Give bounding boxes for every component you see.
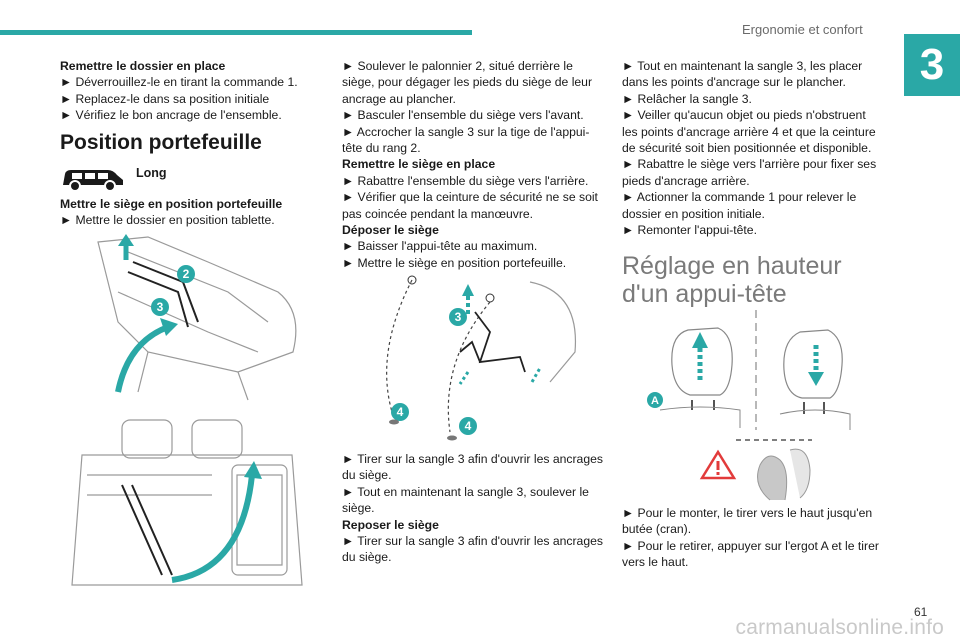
col2-line: ► Rabattre l'ensemble du siège vers l'ar…: [342, 173, 589, 188]
seat-fold-illustration: 2 3: [88, 232, 310, 402]
watermark-text: carmanualsonline.info: [735, 616, 944, 639]
seat-anchor-illustration: 3 4 4: [380, 272, 580, 444]
callout-4: 4: [465, 419, 472, 433]
callout-2: 2: [183, 267, 190, 281]
col2-line: ► Baisser l'appui-tête au maximum.: [342, 239, 538, 254]
p1-item: ► Replacez-le dans sa position initiale: [60, 91, 270, 106]
col3-line: butée (cran).: [622, 522, 692, 537]
callout-3: 3: [455, 310, 462, 324]
col2-line: ► Tirer sur la sangle 3 afin d'ouvrir le…: [342, 452, 603, 466]
callout-A: A: [651, 395, 659, 407]
car-icon: [63, 170, 123, 192]
col2-subtitle: Remettre le siège en place: [342, 157, 496, 172]
col2-line: ► Soulever le palonnier 2, situé derrièr…: [342, 59, 573, 73]
headrest-illustration: A: [640, 310, 870, 502]
col2-line: ► Vérifier que la ceinture de sécurité n…: [342, 190, 598, 205]
col3-line: ► Relâcher la sangle 3.: [622, 91, 752, 106]
header-accent-bar: [0, 30, 472, 35]
section-title: Ergonomie et confort: [742, 22, 863, 37]
col2-line: ► Basculer l'ensemble du siège vers l'av…: [342, 108, 584, 123]
col2-line: ► Mettre le siège en position portefeuil…: [342, 255, 567, 270]
page-number: 61: [914, 605, 928, 619]
col2-line: ► Tout en maintenant la sangle 3, soulev…: [342, 484, 589, 499]
col2-subtitle: Déposer le siège: [342, 223, 439, 238]
chapter-number: 3: [904, 34, 960, 96]
col1-top: Remettre le dossier en place ► Déverroui…: [60, 58, 310, 124]
col2-line: siège, pour dégager les pieds du siège d…: [342, 75, 593, 90]
heading-position-portefeuille: Position portefeuille: [60, 131, 262, 154]
col2-line: ► Tirer sur la sangle 3 afin d'ouvrir le…: [342, 534, 603, 549]
col3-line: vers le haut.: [622, 555, 689, 570]
col2-line: siège.: [342, 501, 375, 516]
col2-line: tête du rang 2.: [342, 141, 421, 156]
col2-line: du siège.: [342, 468, 392, 483]
col3-line: pieds d'ancrage arrière.: [622, 173, 750, 188]
col2-bottom: ► Tirer sur la sangle 3 afin d'ouvrir le…: [342, 451, 612, 566]
interior-seat-illustration: [62, 415, 310, 590]
version-label: Long: [136, 166, 167, 180]
col3-line: les points d'ancrage arrière 4 et que la…: [622, 124, 876, 139]
col3-top: ► Tout en maintenant la sangle 3, les pl…: [622, 58, 898, 238]
col3-line: ► Actionner la commande 1 pour relever l…: [622, 190, 857, 205]
heading-appui-tete: Réglage en hauteur d'un appui-tête: [622, 252, 842, 308]
col3-line: ► Tout en maintenant la sangle 3, les pl…: [622, 59, 863, 73]
col3-line: de sécurité soit bien positionnée et dis…: [622, 141, 872, 156]
col2-line: ancrage au plancher.: [342, 91, 456, 106]
col3-line: ► Veiller qu'aucun objet ou pieds n'obst…: [622, 108, 866, 123]
col2-line: ► Accrocher la sangle 3 sur la tige de l…: [342, 124, 590, 139]
col3-bottom: ► Pour le monter, le tirer vers le haut …: [622, 505, 898, 571]
col3-line: ► Rabattre le siège vers l'arrière pour …: [622, 157, 877, 172]
col2-line: pas coincée pendant la manœuvre.: [342, 206, 534, 221]
col2-subtitle: Reposer le siège: [342, 517, 439, 532]
col3-line: dans les points d'ancrage sur le planche…: [622, 75, 846, 90]
watermark: carmanualsonline.info: [0, 616, 960, 640]
col3-line: ► Remonter l'appui-tête.: [622, 223, 757, 238]
p2-title: Mettre le siège en position portefeuille: [60, 197, 283, 211]
p1-title: Remettre le dossier en place: [60, 59, 226, 73]
p1-item: ► Vérifiez le bon ancrage de l'ensemble.: [60, 108, 282, 123]
p1-item: ► Déverrouillez-le en tirant la commande…: [60, 75, 298, 90]
callout-3: 3: [157, 300, 164, 314]
col2-line: du siège.: [342, 550, 392, 565]
col2-top: ► Soulever le palonnier 2, situé derrièr…: [342, 58, 612, 271]
col1-bottom: Mettre le siège en position portefeuille…: [60, 196, 320, 229]
p2-item: ► Mettre le dossier en position tablette…: [60, 213, 275, 228]
col3-line: dossier en position initiale.: [622, 206, 765, 221]
col3-line: ► Pour le retirer, appuyer sur l'ergot A…: [622, 538, 879, 553]
col3-line: ► Pour le monter, le tirer vers le haut …: [622, 506, 873, 520]
callout-4: 4: [397, 405, 404, 419]
